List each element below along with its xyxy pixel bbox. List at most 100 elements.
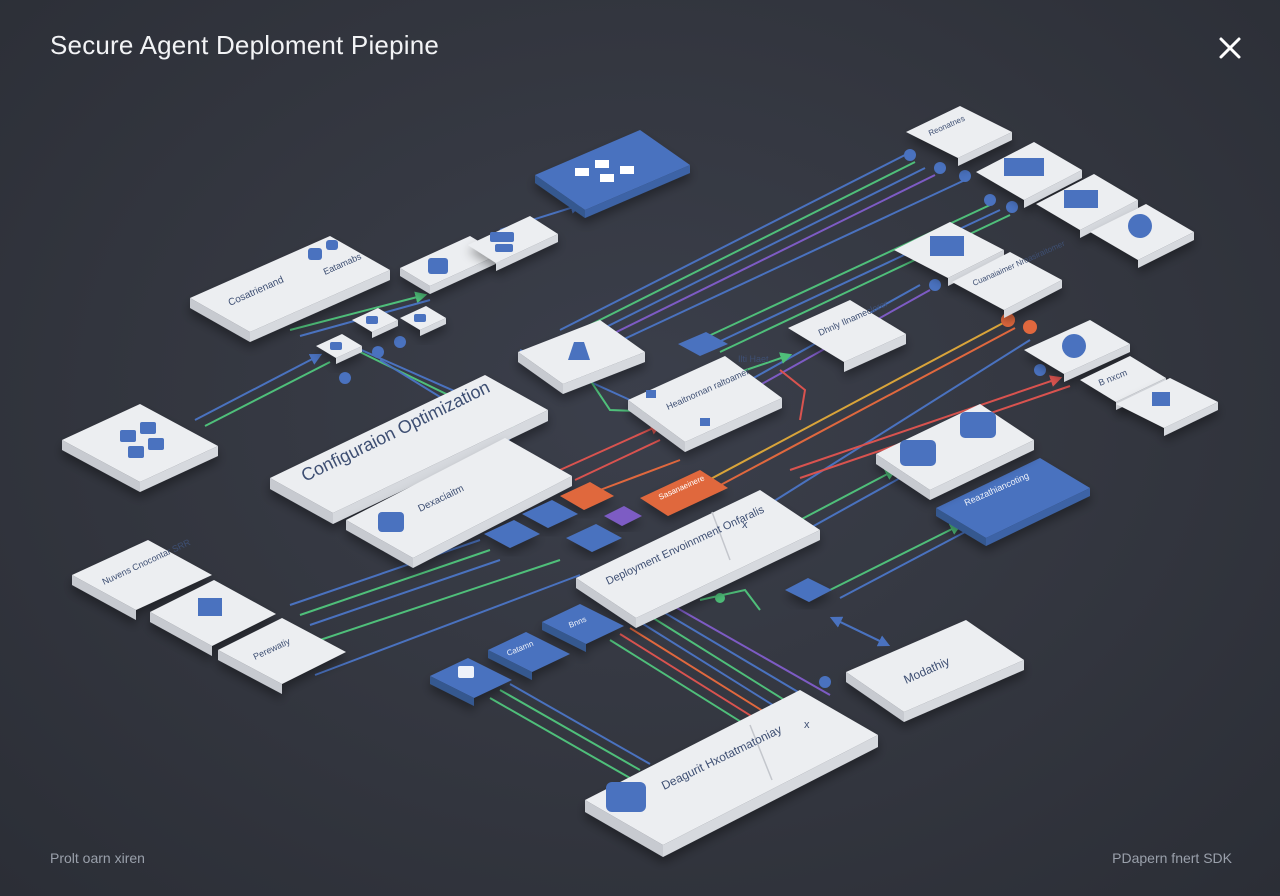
connector-line bbox=[489, 697, 631, 779]
connector-line bbox=[759, 339, 1031, 511]
connector-dot bbox=[1034, 364, 1046, 376]
connector-line bbox=[659, 609, 821, 706]
flow-icon bbox=[930, 236, 964, 256]
connector-dot bbox=[819, 676, 831, 688]
connector-line bbox=[799, 468, 898, 521]
center-card[interactable] bbox=[628, 356, 782, 452]
connector-line bbox=[839, 531, 966, 599]
small-blue-box-4[interactable] bbox=[785, 578, 832, 602]
grid-icon bbox=[120, 422, 164, 458]
connector-line bbox=[204, 361, 331, 427]
center-card-icon bbox=[646, 390, 656, 398]
connector-dot bbox=[372, 346, 384, 358]
connector-line bbox=[559, 423, 663, 471]
deploy-bottom-close-x[interactable]: x bbox=[804, 719, 810, 731]
orange-wide-chip[interactable] bbox=[640, 470, 728, 516]
list-icon bbox=[1004, 158, 1044, 176]
monitoring-card[interactable] bbox=[846, 620, 1024, 722]
connector-line bbox=[689, 321, 1006, 491]
connector-line bbox=[829, 523, 963, 591]
connector-line bbox=[739, 352, 793, 373]
mail-icon bbox=[198, 598, 222, 616]
hierarchy-icon bbox=[575, 160, 634, 182]
connector-line bbox=[289, 539, 481, 606]
connector-dot bbox=[984, 194, 996, 206]
top-left-card[interactable] bbox=[190, 236, 390, 342]
connector-line bbox=[591, 179, 966, 355]
connector-dot bbox=[1006, 201, 1018, 213]
connector-line bbox=[699, 588, 761, 611]
report-icon bbox=[1152, 392, 1170, 406]
blue-chip-c[interactable] bbox=[566, 524, 622, 552]
blue-chip-b[interactable] bbox=[484, 520, 540, 548]
connector-dot bbox=[904, 149, 916, 161]
deployment-divider bbox=[711, 511, 731, 561]
connector-line bbox=[574, 439, 661, 481]
small-blue-box-3[interactable] bbox=[430, 658, 512, 706]
connector-line bbox=[599, 459, 681, 491]
blue-chip-a[interactable] bbox=[522, 500, 578, 528]
pie-chart-icon bbox=[1062, 334, 1086, 358]
connector-line bbox=[309, 559, 501, 626]
grid-app-node[interactable] bbox=[62, 404, 218, 492]
deploy-bottom-divider bbox=[749, 724, 773, 781]
connector-dot bbox=[715, 593, 725, 603]
server-icon bbox=[428, 232, 514, 274]
database-icon bbox=[606, 782, 646, 812]
connector-line bbox=[559, 154, 906, 331]
flow-label: Ilti Haet bbox=[738, 354, 769, 364]
connector-dot bbox=[339, 372, 351, 384]
purple-chip[interactable] bbox=[604, 506, 642, 526]
connector-line bbox=[779, 369, 807, 421]
sliders-icon bbox=[900, 440, 936, 466]
connector-dots bbox=[339, 149, 1046, 688]
connector-dot bbox=[394, 336, 406, 348]
left-list-card-1[interactable] bbox=[72, 540, 212, 620]
connector-line bbox=[289, 291, 428, 331]
link-icon bbox=[960, 412, 996, 438]
footer-right-text: PDapern fnert SDK bbox=[1112, 850, 1232, 866]
config-optimization-card[interactable] bbox=[270, 375, 548, 524]
blue-right-card[interactable] bbox=[936, 458, 1090, 546]
connector-line bbox=[299, 549, 491, 616]
deployment-panel[interactable] bbox=[576, 490, 820, 628]
connector-line bbox=[575, 167, 926, 343]
connector-line bbox=[669, 603, 831, 696]
connector-line bbox=[314, 574, 581, 676]
chat-icon bbox=[1128, 214, 1152, 238]
mini-node-icons bbox=[330, 314, 426, 350]
close-icon[interactable] bbox=[1212, 30, 1248, 66]
connector-dot bbox=[929, 279, 941, 291]
small-blue-box-1[interactable] bbox=[542, 604, 624, 652]
connector-lines bbox=[194, 154, 1071, 779]
config-icon bbox=[378, 512, 404, 532]
small-blue-chip[interactable] bbox=[678, 332, 728, 356]
connector-line bbox=[194, 353, 323, 421]
connector-line bbox=[499, 689, 641, 771]
blocks-icon bbox=[1064, 190, 1098, 208]
right-mid-card-2[interactable] bbox=[952, 252, 1062, 318]
connector-line bbox=[509, 683, 651, 765]
footer-left-text: Prolt oarn xiren bbox=[50, 850, 145, 866]
flow-label-card[interactable] bbox=[788, 300, 906, 372]
connector-dot bbox=[959, 170, 971, 182]
connector-line bbox=[567, 161, 916, 337]
orange-chip-1[interactable] bbox=[560, 482, 614, 510]
center-card-icon-2 bbox=[700, 418, 710, 426]
connector-line bbox=[829, 616, 889, 646]
connector-line bbox=[319, 559, 561, 641]
users-icon bbox=[308, 240, 338, 260]
deploy-bottom-panel[interactable] bbox=[585, 690, 878, 857]
connector-line bbox=[583, 174, 936, 349]
deployment-close-x[interactable]: x bbox=[742, 519, 748, 531]
connector-line bbox=[789, 375, 1063, 471]
connector-line bbox=[699, 327, 1016, 497]
top-right-card-1[interactable] bbox=[906, 106, 1012, 166]
hub-blue-node[interactable] bbox=[535, 130, 690, 218]
left-list-card-3[interactable] bbox=[218, 618, 346, 694]
page-title: Secure Agent Deploment Piepine bbox=[50, 30, 440, 60]
user-icon bbox=[458, 666, 474, 678]
small-blue-box-2[interactable] bbox=[488, 632, 570, 680]
connector-dot bbox=[934, 162, 946, 174]
